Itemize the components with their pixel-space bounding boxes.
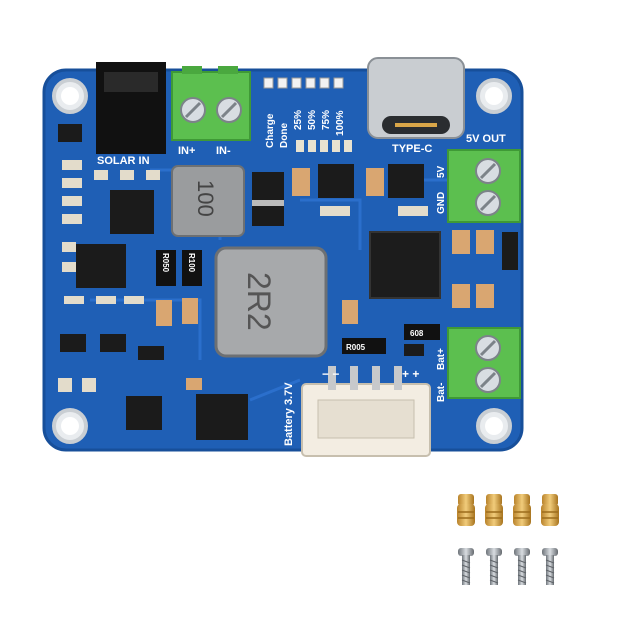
mounting-hole [476,408,512,444]
in-minus-label: IN- [216,145,231,157]
ic-chip [76,244,126,288]
brass-standoff [513,494,531,526]
level-label-25: 25% [293,110,304,130]
battery-label: Battery 3.7V [283,382,295,446]
screw-icon [475,335,501,361]
resistor-r050: R050 [156,250,176,286]
battery-terminal-block [447,327,521,399]
resistor-r100: R100 [182,250,202,286]
connector-minus-marks: − − [322,367,339,381]
inductor-small-marking: 100 [193,180,218,217]
screw [486,548,502,585]
large-inductor: 2R2 [214,246,328,358]
inductor-large-marking: 2R2 [241,272,277,331]
mounting-hole [52,408,88,444]
r100-marking: R100 [187,253,196,273]
pin-gnd-label: GND [436,192,447,214]
screw-icon [475,190,501,216]
bat-minus-label: Bat- [436,383,447,402]
screw-icon [216,97,242,123]
r005-marking: R005 [346,343,366,352]
solar-dc-jack [96,62,166,154]
screw [458,548,474,585]
brass-standoff [541,494,559,526]
done-label: Done [279,123,290,148]
microcontroller-chip [369,231,441,299]
bat-plus-label: Bat+ [436,348,447,370]
screw [542,548,558,585]
resistor-608: 608 [404,324,440,340]
connector-plus-marks: + + [402,367,419,381]
smd-component-group [58,160,428,392]
input-terminal-block [171,66,251,141]
resistor-array [296,140,352,152]
brass-standoff [457,494,475,526]
level-label-75: 75% [321,110,332,130]
ic-chip [196,394,248,440]
battery-jst-connector [301,366,431,457]
5v-out-label: 5V OUT [466,133,506,145]
screw [514,548,530,585]
resistor-r005: R005 [342,338,386,354]
brass-standoff-group [457,494,559,526]
screw-group [458,548,558,585]
mounting-hole [52,78,88,114]
type-c-label: TYPE-C [392,143,432,155]
mounting-hole [476,78,512,114]
in-plus-label: IN+ [178,145,195,157]
ic-chip [388,164,424,198]
screw-icon [180,97,206,123]
ic-chip [318,164,354,198]
pin-5v-label: 5V [436,165,447,178]
brass-standoff [485,494,503,526]
output-terminal-block [447,149,521,223]
screw-icon [475,158,501,184]
diode [252,172,284,226]
ic-chip [126,396,162,430]
charge-label: Charge [265,113,276,148]
small-inductor: 100 [171,165,245,237]
solar-in-label: SOLAR IN [97,155,150,167]
608-marking: 608 [410,329,424,338]
transistor-group [58,124,518,360]
capacitor-group [156,168,494,390]
status-led-row [263,77,344,89]
screw-icon [475,367,501,393]
ic-chip [110,190,154,234]
r050-marking: R050 [161,253,170,273]
usb-type-c-port [367,57,465,139]
level-label-100: 100% [335,110,346,136]
level-label-50: 50% [307,110,318,130]
